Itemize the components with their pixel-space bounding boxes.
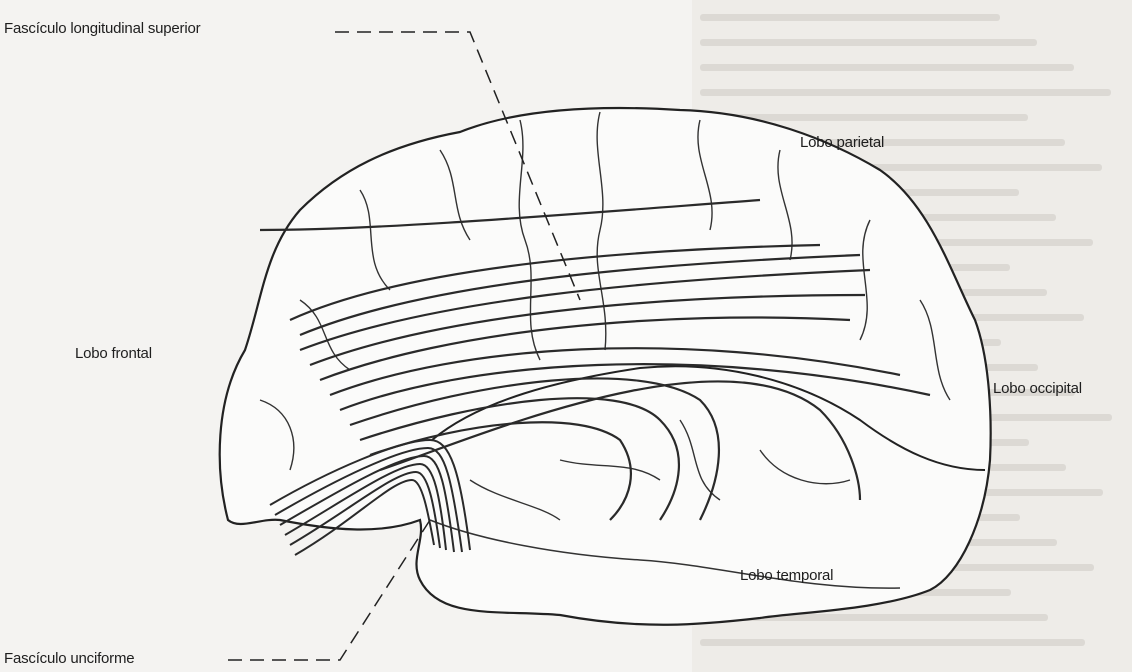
label-occipital-lobe: Lobo occipital [993, 380, 1082, 397]
brain-outline [220, 108, 991, 625]
label-parietal-lobe: Lobo parietal [800, 134, 884, 151]
label-superior-fasciculus: Fascículo longitudinal superior [4, 20, 200, 37]
label-frontal-lobe: Lobo frontal [75, 345, 152, 362]
label-temporal-lobe: Lobo temporal [740, 567, 833, 584]
label-uncinate-fasciculus: Fascículo unciforme [4, 650, 134, 667]
leader-unciforme [228, 520, 430, 660]
